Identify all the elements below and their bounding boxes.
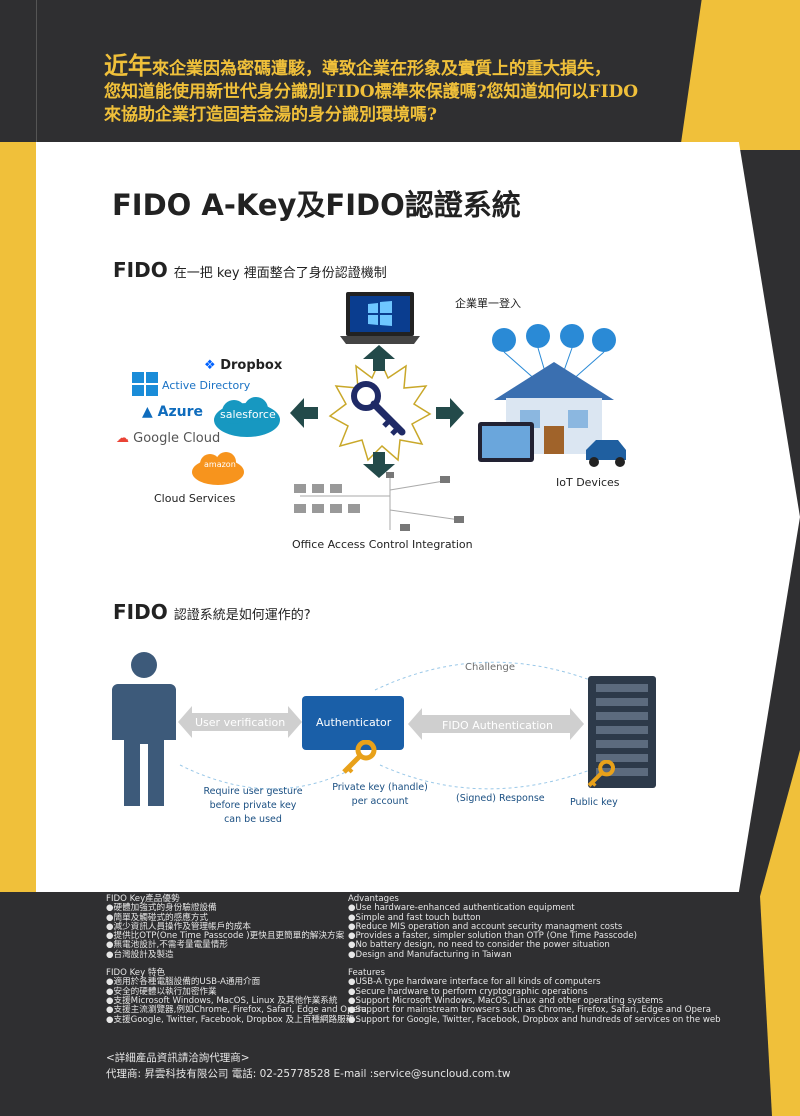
footer-line: ●安全的硬體以執行加密作業: [106, 986, 217, 997]
footer-line: ●Support for Google, Twitter, Facebook, …: [348, 1014, 721, 1025]
salesforce-cloud-icon: [214, 397, 280, 437]
arrow-right-icon: [436, 398, 464, 428]
fido-authentication-label: FIDO Authentication: [442, 719, 553, 732]
yellow-right-band: [760, 750, 800, 1116]
arrow-left-icon: [290, 398, 318, 428]
footer-line: ●減少資訊人員操作及管理帳戶的成本: [106, 921, 251, 932]
sso-label: 企業單一登入: [455, 297, 521, 310]
left-dark-stripe: [0, 0, 36, 142]
user-verification-label: User verification: [195, 716, 286, 729]
yellow-left-band: [0, 142, 36, 892]
page-title: FIDO A-Key及FIDO認證系統: [112, 188, 521, 222]
section1-fido: FIDO: [113, 258, 168, 282]
flow-arcs: [179, 661, 591, 790]
dropbox-label: Dropbox: [220, 358, 283, 373]
footer-right-list: Advantages●Use hardware-enhanced authent…: [348, 894, 721, 1025]
user-gesture-label: Require user gesture before private key …: [200, 785, 306, 827]
arrow-down-icon: [363, 452, 395, 478]
section1-heading: FIDO 在一把 key 裡面整合了身份認證機制: [113, 258, 387, 282]
yellow-top-right-band: [680, 0, 800, 150]
gesture-line-1: Require user gesture: [203, 786, 303, 797]
headline-line1: 來企業因為密碼遭駭，導致企業在形象及實質上的重大損失，: [152, 59, 611, 79]
signed-response-label: (Signed) Response: [456, 793, 545, 804]
arrow-up-icon: [363, 345, 395, 371]
section2-heading-text: 認證系統是如何運作的?: [173, 608, 311, 623]
key-starburst-icon: [328, 358, 432, 462]
headline: 近年來企業因為密碼遭駭，導致企業在形象及實質上的重大損失， 您知道能使用新世代身…: [104, 54, 704, 127]
footer-line: ●提供比OTP(One Time Passcode )更快且更簡單的解決方案: [106, 931, 345, 942]
footer-line: Advantages: [348, 894, 399, 904]
left-top-line: [36, 0, 37, 142]
challenge-label: Challenge: [465, 662, 515, 673]
footer-line: ●Secure hardware to perform cryptographi…: [348, 986, 588, 997]
public-key-label: Public key: [570, 797, 618, 808]
amazon-label: amazon: [204, 460, 236, 469]
footer-line: FIDO Key產品優勢: [106, 894, 180, 904]
footer-line: ●Support for mainstream browsers such as…: [348, 1005, 712, 1016]
cloud-services-label: Cloud Services: [154, 492, 236, 505]
footer-line: ●Support Microsoft Windows, MacOS, Linux…: [348, 995, 664, 1006]
dropbox-logo: ❖ Dropbox: [204, 358, 282, 373]
footer-line: ●Reduce MIS operation and account securi…: [348, 921, 623, 932]
authenticator-label: Authenticator: [316, 716, 392, 729]
authenticator-box: [302, 696, 404, 750]
amazon-cloud-icon: [192, 452, 244, 485]
private-key-line-2: per account: [351, 796, 409, 807]
footer-line: ●No battery design, no need to consider …: [348, 940, 610, 951]
footer-line: ●適用於各種電腦設備的USB-A通用介面: [106, 977, 261, 988]
iot-devices-label: IoT Devices: [556, 476, 620, 489]
active-directory-label: Active Directory: [162, 379, 251, 392]
footer-line: ●支援Microsoft Windows, MacOS, Linux 及其他作業…: [106, 995, 338, 1006]
section2-heading: FIDO 認證系統是如何運作的?: [113, 600, 311, 624]
gesture-line-3: can be used: [224, 814, 282, 825]
headline-line3: 來協助企業打造固若金湯的身分識別環境嗎?: [104, 105, 437, 125]
salesforce-label: salesforce: [220, 408, 276, 421]
google-cloud-logo: ☁ Google Cloud: [116, 431, 220, 446]
section2-fido: FIDO: [113, 600, 168, 624]
footer-line: ●硬體加強式的身份驗證設備: [106, 903, 217, 914]
google-cloud-icon: ☁: [116, 431, 129, 446]
google-cloud-label: Google Cloud: [133, 431, 221, 446]
private-key-label: Private key (handle) per account: [330, 781, 430, 809]
footer-line: ●簡單及觸碰式的感應方式: [106, 912, 209, 923]
footer-line: ●Provides a faster, simpler solution tha…: [348, 931, 637, 942]
footer-line: ●台灣設計及製造: [106, 949, 174, 960]
footer-line: ●Simple and fast touch button: [348, 912, 481, 923]
user-verification-arrow: [178, 706, 302, 738]
private-key-line-1: Private key (handle): [332, 782, 428, 793]
footer-line: ●支援主流瀏覽器,例如Chrome, Firefox, Safari, Edge…: [106, 1005, 367, 1016]
gesture-line-2: before private key: [209, 800, 297, 811]
azure-label: Azure: [157, 404, 204, 420]
headline-line2: 您知道能使用新世代身分識別FIDO標準來保護嗎?您知道如何以FIDO: [104, 82, 639, 102]
footer-line: [348, 960, 721, 969]
footer-left-list: FIDO Key產品優勢●硬體加強式的身份驗證設備●簡單及觸碰式的感應方式●減少…: [106, 894, 367, 1025]
fido-authentication-arrow: [408, 708, 584, 740]
section1-heading-text: 在一把 key 裡面整合了身份認證機制: [173, 266, 387, 281]
azure-logo: ▲ Azure: [142, 404, 203, 420]
contact-title: <詳細產品資訊請洽詢代理商>: [106, 1052, 250, 1064]
private-key-icon: [342, 740, 377, 774]
smart-home-icon: [478, 324, 626, 467]
footer-line: Features: [348, 968, 385, 979]
dropbox-icon: ❖: [204, 358, 216, 373]
office-network-icon: [294, 472, 464, 531]
footer-line: FIDO Key 特色: [106, 968, 166, 979]
footer-line: ●支援Google, Twitter, Facebook, Dropbox 及上…: [106, 1014, 355, 1025]
office-access-label: Office Access Control Integration: [292, 538, 473, 551]
contact-line: 代理商: 昇雲科技有限公司 電話: 02-25778528 E-mail :se…: [106, 1068, 511, 1080]
user-silhouette-icon: [112, 652, 176, 806]
windows-icon: [132, 372, 158, 396]
azure-icon: ▲: [142, 404, 153, 420]
footer-line: ●無電池設計,不需考量電量情形: [106, 940, 228, 951]
footer-line: ●Design and Manufacturing in Taiwan: [348, 949, 512, 960]
laptop-icon: [340, 292, 420, 344]
footer-line: ●USB-A type hardware interface for all k…: [348, 977, 601, 988]
footer-line: ●Use hardware-enhanced authentication eq…: [348, 903, 575, 914]
headline-lead: 近年: [104, 51, 152, 80]
public-key-icon: [587, 760, 615, 788]
